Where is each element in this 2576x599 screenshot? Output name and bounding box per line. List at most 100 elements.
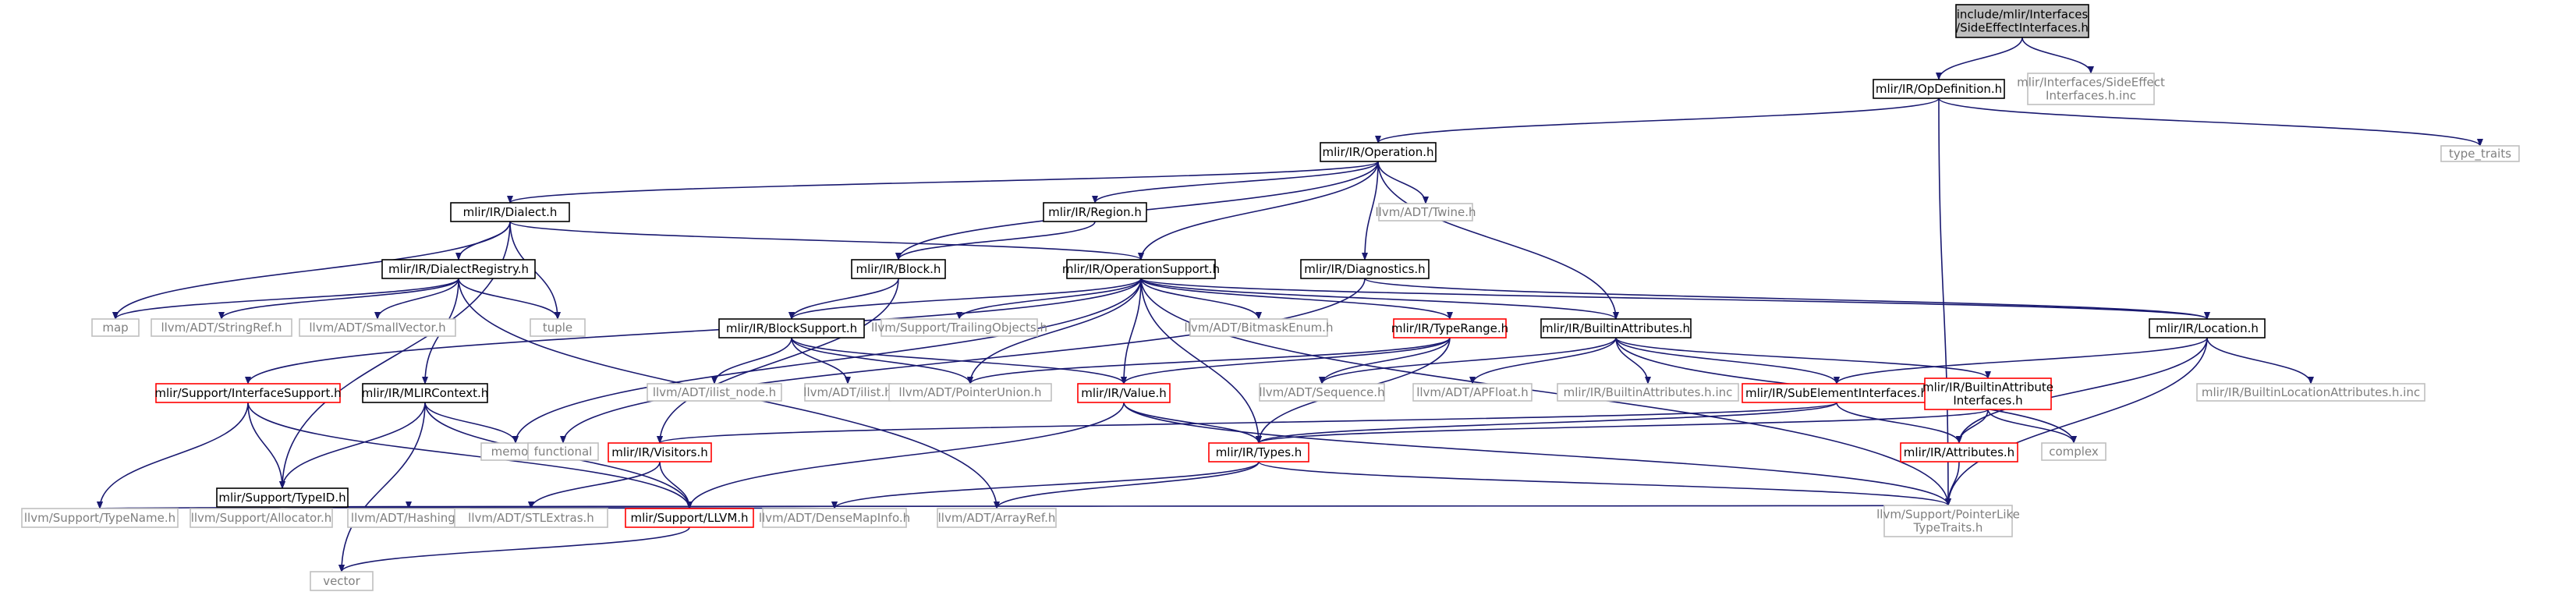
node-label: mlir/Support/TypeID.h [218, 491, 345, 505]
edge-typerange-to-pointerunion [967, 337, 1451, 385]
node-label: llvm/ADT/ArrayRef.h [938, 511, 1056, 525]
node-block[interactable]: mlir/IR/Block.h [851, 259, 946, 279]
node-label: llvm/Support/Allocator.h [191, 511, 332, 525]
node-densemapinfo: llvm/ADT/DenseMapInfo.h [759, 508, 910, 528]
node-bitmaskenum: llvm/ADT/BitmaskEnum.h [1185, 318, 1333, 337]
node-region[interactable]: mlir/IR/Region.h [1043, 202, 1147, 222]
node-box [1320, 142, 1437, 162]
edge-types-to-densemapinfo [831, 461, 1260, 509]
edge-root-to-opdef [1936, 37, 2023, 80]
edge-dialectreg-to-stringref [218, 278, 459, 320]
node-apfloat: llvm/ADT/APFloat.h [1412, 383, 1532, 402]
node-box [762, 508, 907, 528]
node-label: mlir/IR/Region.h [1048, 205, 1142, 219]
node-box [1742, 383, 1932, 403]
edge-builtinattrs-to-sequence [1319, 337, 1617, 385]
node-dialect[interactable]: mlir/IR/Dialect.h [450, 202, 570, 222]
node-builtinattrsinc: mlir/IR/BuiltinAttributes.h.inc [1557, 383, 1739, 402]
edge-mlircontext-to-typeid [279, 402, 426, 489]
node-types[interactable]: mlir/IR/Types.h [1208, 442, 1309, 463]
node-attributes[interactable]: mlir/IR/Attributes.h [1900, 442, 2018, 463]
node-complex: complex [2041, 442, 2107, 461]
node-opsupport[interactable]: mlir/IR/OperationSupport.h [1062, 259, 1220, 279]
node-box [2041, 442, 2107, 461]
node-box [1883, 505, 2013, 537]
node-opdef[interactable]: mlir/IR/OpDefinition.h [1873, 79, 2005, 99]
node-box [881, 318, 1038, 337]
node-label: mlir/IR/BuiltinAttributes.h [1542, 321, 1690, 335]
edge-builtinattrs-to-apfloat [1469, 337, 1617, 385]
node-ifacesupport[interactable]: mlir/Support/InterfaceSupport.h [154, 383, 342, 403]
node-box [2027, 73, 2155, 105]
node-box [1189, 318, 1328, 337]
node-diagnostics[interactable]: mlir/IR/Diagnostics.h [1300, 259, 1430, 279]
edge-location-to-attributes [1956, 337, 2208, 444]
node-typerange[interactable]: mlir/IR/TypeRange.h [1391, 318, 1508, 338]
node-label: mlir/IR/Visitors.h [611, 445, 707, 459]
node-label: /SideEffectInterfaces.h [1956, 20, 2089, 34]
edge-mlircontext-to-memory [424, 402, 519, 444]
edge-dialectreg-to-tuple [458, 278, 561, 320]
edge-opdef-to-type_traits [1938, 97, 2483, 147]
node-box [2440, 145, 2520, 162]
node-box [450, 202, 570, 222]
edge-llvmh-to-vector [338, 526, 690, 572]
edge-root-to-seinc [2021, 37, 2094, 74]
node-typeid[interactable]: mlir/Support/TypeID.h [216, 487, 349, 508]
edge-builtinattrif-to-attributes [1956, 409, 1989, 444]
edge-location-to-ptrliketraits [1945, 337, 2208, 506]
edge-subelem-to-attributes [1836, 402, 1962, 444]
node-box [527, 442, 599, 461]
node-box [216, 487, 349, 508]
node-llvmh[interactable]: mlir/Support/LLVM.h [625, 508, 754, 528]
node-label: llvm/ADT/Hashing.h [351, 511, 466, 525]
node-root[interactable]: include/mlir/Interfaces/SideEffectInterf… [1955, 4, 2089, 38]
node-box [1557, 383, 1739, 402]
node-dialectreg[interactable]: mlir/IR/DialectRegistry.h [381, 259, 536, 279]
node-label: llvm/ADT/Sequence.h [1259, 385, 1384, 399]
node-subelem[interactable]: mlir/IR/SubElementInterfaces.h [1742, 383, 1932, 403]
edge-operation-to-dialect [507, 161, 1379, 204]
node-label: mlir/IR/Types.h [1216, 445, 1302, 459]
node-mlircontext[interactable]: mlir/IR/MLIRContext.h [362, 383, 489, 403]
node-box [1043, 202, 1147, 222]
node-arrayref: llvm/ADT/ArrayRef.h [937, 508, 1057, 528]
node-label: mlir/Support/LLVM.h [630, 511, 748, 525]
node-tuple: tuple [530, 318, 586, 337]
node-twine: llvm/ADT/Twine.h [1375, 203, 1476, 222]
node-label: mlir/IR/MLIRContext.h [362, 386, 489, 400]
nodes-layer: include/mlir/Interfaces/SideEffectInterf… [21, 4, 2520, 591]
node-label: map [102, 321, 128, 335]
node-pointerunion: llvm/ADT/PointerUnion.h [888, 383, 1052, 402]
node-location[interactable]: mlir/IR/Location.h [2149, 318, 2266, 338]
edge-opsupport-to-bitmaskenum [1140, 278, 1262, 320]
node-box [937, 508, 1057, 528]
edge-blocksupport-to-pointerunion [791, 337, 973, 385]
node-box [530, 318, 586, 337]
node-label: llvm/ADT/DenseMapInfo.h [759, 511, 910, 525]
node-visitors[interactable]: mlir/IR/Visitors.h [608, 442, 712, 463]
node-label: llvm/ADT/ilist.h [803, 385, 891, 399]
node-box [155, 383, 341, 403]
node-label: mlir/Interfaces/SideEffect [2017, 75, 2165, 89]
node-box [647, 383, 782, 402]
edge-blocksupport-to-value [791, 337, 1127, 385]
node-box [2149, 318, 2266, 338]
node-builtinattrs[interactable]: mlir/IR/BuiltinAttributes.h [1540, 318, 1692, 338]
edge-value-to-llvmh [686, 402, 1125, 509]
node-label: mlir/IR/OpDefinition.h [1876, 82, 2002, 96]
node-hashing: llvm/ADT/Hashing.h [347, 508, 470, 528]
node-blocksupport[interactable]: mlir/IR/BlockSupport.h [718, 318, 865, 338]
edge-opsupport-to-location [1140, 278, 2210, 320]
edge-opsupport-to-blocksupport [788, 278, 1142, 320]
node-label: mlir/IR/DialectRegistry.h [388, 262, 529, 276]
edge-builtinattrif-to-complex [1987, 409, 2077, 444]
node-value[interactable]: mlir/IR/Value.h [1077, 383, 1171, 403]
node-typename: llvm/Support/TypeName.h [21, 508, 179, 528]
edge-region-to-block [895, 221, 1096, 261]
node-label: Interfaces.h.inc [2046, 88, 2136, 102]
node-operation[interactable]: mlir/IR/Operation.h [1320, 142, 1437, 162]
node-label: mlir/IR/Operation.h [1323, 145, 1434, 159]
